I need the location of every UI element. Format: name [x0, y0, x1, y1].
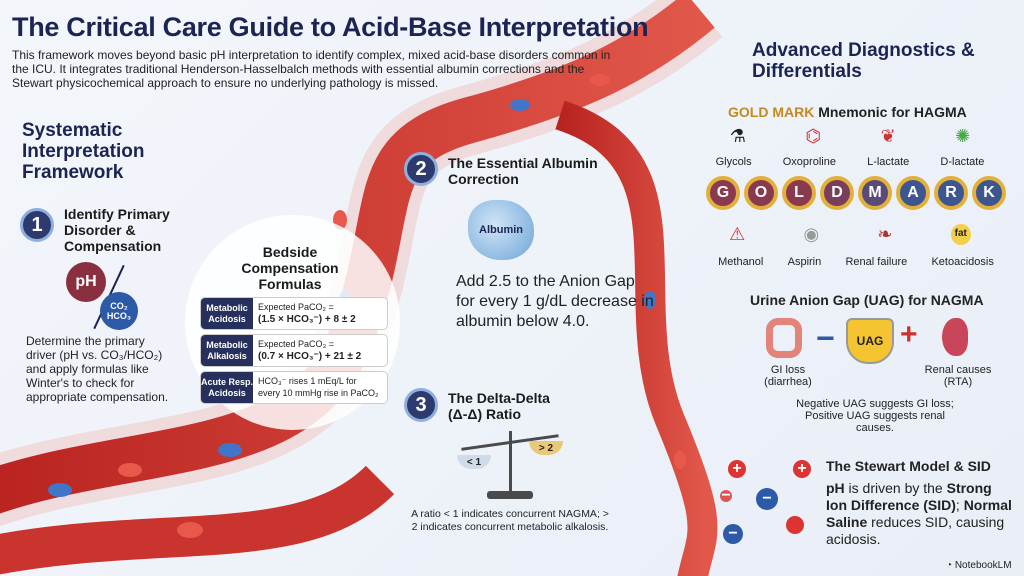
step-2-text: Add 2.5 to the Anion Gap for every 1 g/d…: [456, 273, 654, 330]
chain-bead: O: [744, 176, 778, 210]
mnemonic-label: L-lactate: [867, 156, 910, 168]
uag-flask-icon: UAG: [846, 318, 894, 364]
goldmark-rest: Mnemonic for HAGMA: [814, 104, 967, 120]
mnemonic-label: Aspirin: [787, 256, 822, 268]
hco3-label: HCO₃: [106, 311, 132, 321]
step-3-text: A ratio < 1 indicates concurrent NAGMA; …: [411, 508, 609, 533]
step-3-badge: 3: [404, 388, 438, 422]
goldmark-bottom-icons: ⚠ ◉ ❧ fat: [700, 224, 1000, 245]
left-heading: Systematic Interpretation Framework: [22, 120, 145, 183]
formula-line: Expected PaCO₂ =: [258, 302, 334, 312]
goldmark-bottom-labels: Methanol Aspirin Renal failure Ketoacidosis: [706, 256, 1006, 268]
mnemonic-label: Glycols: [715, 156, 752, 168]
chain-bead: L: [782, 176, 816, 210]
step-1-title: Identify Primary Disorder & Compensation: [64, 206, 170, 254]
right-pan: > 2: [529, 441, 563, 455]
mnemonic-label: Oxoproline: [782, 156, 836, 168]
formula-line: Expected PaCO₃ =: [258, 339, 334, 349]
step-3-title: The Delta-Delta (Δ-Δ) Ratio: [448, 390, 550, 422]
ions-icon: + + − − −: [718, 460, 813, 550]
stewart-bold: Normal Saline: [826, 497, 1012, 530]
left-pan: < 1: [457, 455, 491, 469]
chain-bead: G: [706, 176, 740, 210]
step-1-badge: 1: [20, 208, 54, 242]
pill-icon: ◉: [803, 224, 820, 244]
goldmark-top-icons: ⚗ ⌬ ❦ ✺: [700, 126, 1000, 147]
co2-label: CO₂: [110, 301, 128, 311]
stewart-bold: pH: [826, 480, 845, 496]
goldmark-top-labels: Glycols Oxoproline L-lactate D-lactate: [700, 156, 1000, 168]
step-1-text: Determine the primary driver (pH vs. CO₃…: [26, 334, 169, 404]
right-heading: Advanced Diagnostics & Differentials: [752, 40, 975, 82]
formula-label: Metabolic Alkalosis: [201, 335, 253, 366]
goldmark-title: GOLD MARK Mnemonic for HAGMA: [728, 104, 967, 120]
stewart-text-part: is driven by the: [844, 480, 947, 496]
step-2-title: The Essential Albumin Correction: [448, 155, 598, 187]
mnemonic-label: Ketoacidosis: [931, 256, 994, 268]
kidney-icon: [942, 318, 968, 356]
gi-loss-label: GI loss (diarrhea): [764, 364, 812, 388]
formula-line: every 10 mmHg rise in PaCO₂: [258, 388, 379, 398]
renal-label: Renal causes (RTA): [924, 364, 992, 388]
chain-bead: A: [896, 176, 930, 210]
molecule-icon: ⌬: [805, 126, 822, 146]
notebooklm-brand: ◔ NotebookLM: [946, 560, 1012, 571]
kidney-icon: ❧: [877, 224, 893, 244]
bedside-title: Bedside Compensation Formulas: [241, 244, 339, 292]
formula-label: Metabolic Acidosis: [201, 298, 253, 329]
formula-line: (1.5 × HCO₃⁻) + 8 ± 2: [258, 314, 356, 325]
scale-icon: < 1 > 2: [455, 425, 565, 503]
fat-icon: fat: [950, 224, 971, 245]
flask-icon: ⚗: [729, 126, 746, 146]
formula-line: HCO₃⁻ rises 1 mEq/L for: [258, 376, 357, 386]
formula-row: Acute Resp. Acidosis HCO₃⁻ rises 1 mEq/L …: [200, 371, 388, 404]
goldmark-accent: GOLD MARK: [728, 104, 815, 120]
chain-bead: M: [858, 176, 892, 210]
muscle-icon: ❦: [880, 126, 896, 146]
page-title: The Critical Care Guide to Acid-Base Int…: [12, 12, 649, 42]
goldmark-chain: G O L D M A R K: [706, 176, 1006, 210]
stewart-text: pH is driven by the Strong Ion Differenc…: [826, 480, 1016, 548]
intestine-icon: [766, 318, 802, 358]
brand-label: NotebookLM: [954, 560, 1012, 571]
formula-row: Metabolic Alkalosis Expected PaCO₃ = (0.7 …: [200, 334, 388, 367]
uag-note: Negative UAG suggests GI loss; Positive …: [796, 398, 954, 434]
chain-bead: K: [972, 176, 1006, 210]
stewart-text-part: reduces SID, causing acidosis.: [826, 514, 1005, 547]
ph-icon: pH: [66, 262, 106, 302]
bacteria-icon: ✺: [955, 126, 971, 146]
stewart-bold: Strong Ion Difference (SID): [826, 480, 992, 513]
plus-sign: +: [900, 318, 918, 351]
chain-bead: D: [820, 176, 854, 210]
formula-label: Acute Resp. Acidosis: [201, 372, 253, 403]
page-subtitle: This framework moves beyond basic pH int…: [12, 48, 611, 90]
formula-line: (0.7 × HCO₃⁻) + 21 ± 2: [258, 351, 362, 362]
formula-row: Metabolic Acidosis Expected PaCO₂ = (1.5 ×…: [200, 297, 388, 330]
uag-title: Urine Anion Gap (UAG) for NAGMA: [750, 292, 984, 308]
step-2-badge: 2: [404, 152, 438, 186]
stewart-title: The Stewart Model & SID: [826, 458, 991, 474]
albumin-icon: Albumin: [468, 200, 534, 260]
chain-bead: R: [934, 176, 968, 210]
mnemonic-label: D-lactate: [940, 156, 985, 168]
minus-sign: −: [816, 320, 835, 356]
mnemonic-label: Methanol: [718, 256, 764, 268]
mnemonic-label: Renal failure: [845, 256, 908, 268]
warning-icon: ⚠: [729, 224, 746, 244]
stewart-text-part: ;: [955, 497, 964, 513]
